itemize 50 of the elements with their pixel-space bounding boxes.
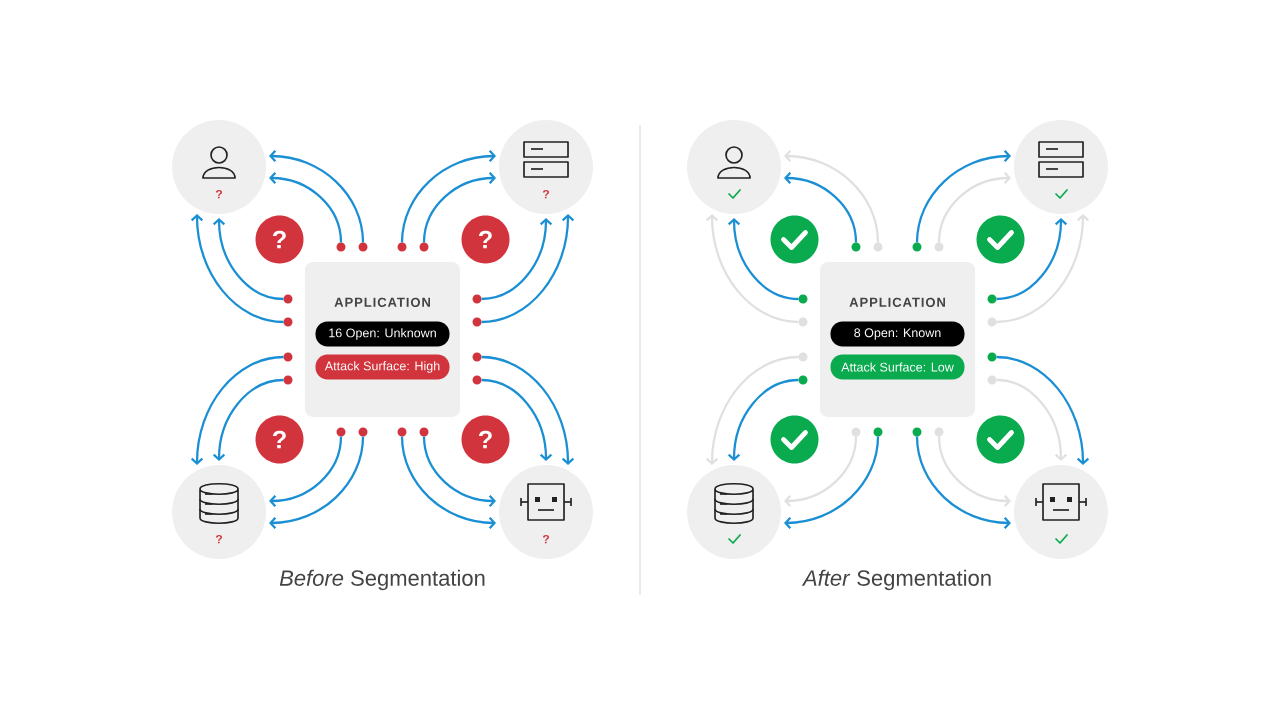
- arrow: [705, 355, 799, 465]
- arrow: [727, 218, 799, 301]
- status-badge: ?: [461, 415, 510, 464]
- status-pill: 8 Open: Known: [830, 321, 965, 347]
- status-pill: Attack Surface: High: [315, 354, 450, 380]
- arrow: [269, 171, 343, 243]
- arrow: [269, 149, 365, 243]
- arrow: [481, 218, 553, 301]
- status-pill: 16 Open: Unknown: [315, 321, 450, 347]
- arrow: [422, 171, 496, 243]
- arrow: [784, 171, 858, 243]
- status-badge: ?: [255, 415, 304, 464]
- arrow: [915, 436, 1011, 530]
- arrow: [212, 218, 284, 301]
- status-badge: ?: [461, 215, 510, 264]
- status-badge: [770, 215, 819, 264]
- arrow: [996, 355, 1090, 465]
- status-badge: ?: [255, 215, 304, 264]
- panel-title: Before Segmentation: [279, 569, 485, 591]
- status-badge: [976, 215, 1025, 264]
- arrow: [915, 149, 1011, 243]
- arrow: [422, 436, 496, 508]
- arrow: [190, 355, 284, 465]
- panel-title: After Segmentation: [801, 569, 991, 591]
- endpoint-circle: [1014, 120, 1108, 214]
- arrow: [269, 436, 343, 508]
- arrow: [190, 214, 284, 324]
- endpoint-circle: [687, 120, 781, 214]
- arrow: [269, 436, 365, 530]
- arrow: [784, 149, 880, 243]
- arrow: [400, 436, 496, 530]
- endpoint-circle: [687, 465, 781, 559]
- arrow: [937, 171, 1011, 243]
- arrow: [996, 218, 1068, 301]
- arrow: [727, 378, 799, 461]
- arrow: [937, 436, 1011, 508]
- status-pill: Attack Surface: Low: [830, 354, 965, 380]
- status-badge: [770, 415, 819, 464]
- arrow: [996, 378, 1068, 461]
- arrow: [996, 214, 1090, 324]
- status-badge: [976, 415, 1025, 464]
- arrow: [212, 378, 284, 461]
- arrow: [481, 214, 575, 324]
- arrow: [705, 214, 799, 324]
- arrow: [784, 436, 880, 530]
- arrow: [481, 378, 553, 461]
- arrow: [784, 436, 858, 508]
- arrow: [481, 355, 575, 465]
- endpoint-circle: [1014, 465, 1108, 559]
- arrow: [400, 149, 496, 243]
